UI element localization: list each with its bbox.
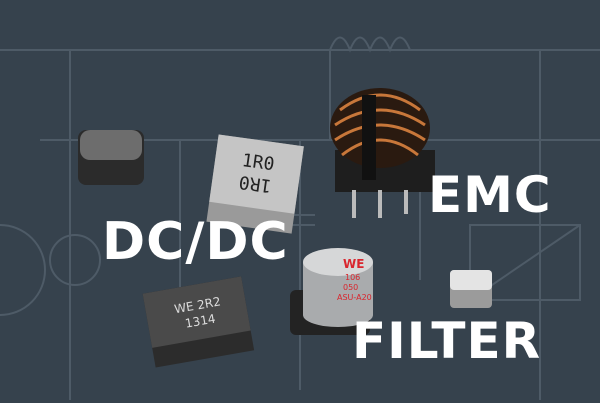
common-mode-choke (330, 88, 435, 218)
small-chip-inductor (450, 270, 492, 308)
capacitor-marking-2: 050 (343, 283, 358, 292)
inductor-marking-1: 1R0 (241, 150, 276, 175)
capacitor-marking-3: ASU-A20 (337, 293, 372, 302)
headline-filter: FILTER (352, 312, 542, 370)
aluminium-capacitor: WE 106 050 ASU-A20 (290, 248, 373, 335)
shielded-inductor-small (78, 130, 144, 185)
capacitor-marking-1: 106 (345, 273, 360, 282)
power-inductor-we-2r2: WE 2R2 1314 (142, 276, 255, 368)
inductor-marking-2: 1R0 (238, 171, 273, 196)
headline-dcdc: DC/DC (102, 212, 289, 272)
capacitor-logo: WE (343, 257, 364, 271)
circuit-schematic-background (0, 36, 600, 400)
inductor-square-1r0: 1R0 1R0 (206, 134, 304, 234)
power-inductor-marking-2: 1314 (184, 312, 217, 331)
headline-emc: EMC (428, 166, 552, 224)
